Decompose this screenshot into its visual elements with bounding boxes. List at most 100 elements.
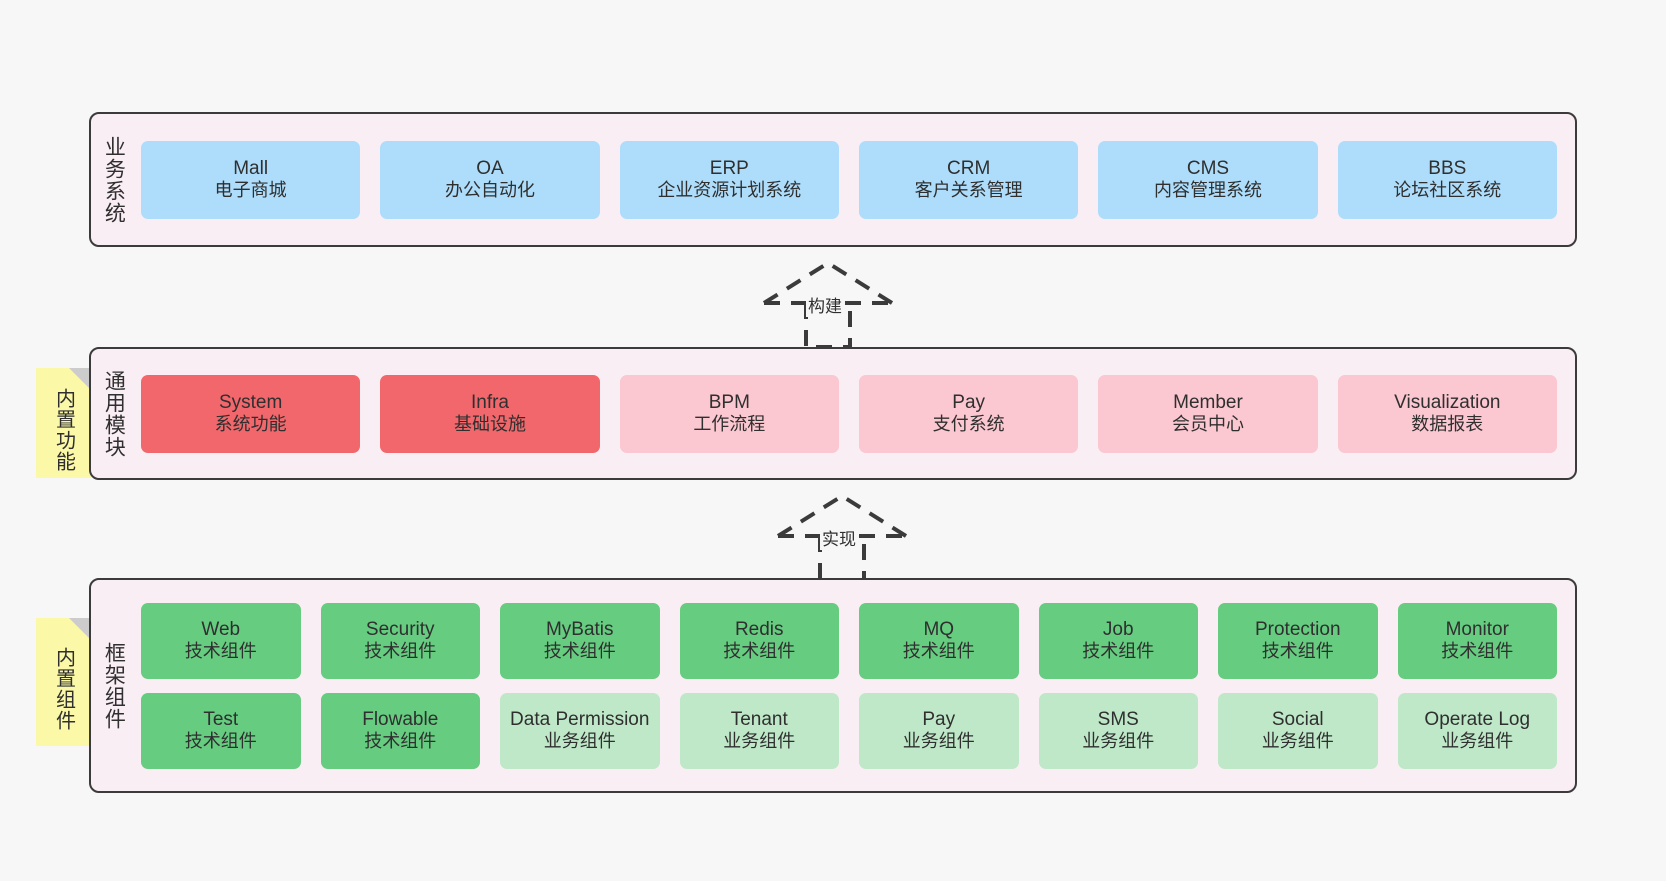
note-builtin-features: 内置功能: [36, 368, 91, 478]
card-title-en: Job: [1102, 618, 1134, 640]
card-title-en: Security: [365, 618, 435, 640]
card-title-en: ERP: [709, 157, 749, 179]
card-title-en: MQ: [923, 618, 955, 640]
card-title-en: OA: [476, 157, 504, 179]
card-title-en: System: [218, 391, 283, 413]
layer-framework-component-title: 框架组件: [102, 641, 126, 730]
card-title-cn: 会员中心: [1171, 414, 1244, 435]
card-title-en: Tenant: [730, 708, 788, 730]
card-title-en: Protection: [1254, 618, 1341, 640]
card-title-en: BBS: [1428, 157, 1467, 179]
note-builtin-features-label: 内置功能: [52, 388, 75, 472]
card-title-cn: 技术组件: [364, 641, 437, 662]
card-title-cn: 系统功能: [214, 414, 287, 435]
card-title-en: Pay: [952, 391, 986, 413]
card-title-cn: 技术组件: [902, 641, 975, 662]
card-title-en: Member: [1173, 391, 1243, 413]
card-title-cn: 业务组件: [1261, 731, 1334, 752]
card-title-cn: 业务组件: [1441, 731, 1514, 752]
card-title-cn: 技术组件: [184, 731, 257, 752]
card-title-cn: 技术组件: [723, 641, 796, 662]
note-builtin-components-label: 内置组件: [52, 647, 75, 731]
card-title-cn: 基础设施: [453, 414, 526, 435]
card-title-cn: 技术组件: [1441, 641, 1514, 662]
card-title-cn: 技术组件: [543, 641, 616, 662]
card-title-cn: 工作流程: [693, 414, 766, 435]
card-title-en: SMS: [1097, 708, 1139, 730]
card-title-en: Test: [203, 708, 239, 730]
note-builtin-components: 内置组件: [36, 618, 91, 746]
card-title-en: CMS: [1186, 157, 1230, 179]
card-title-cn: 技术组件: [1261, 641, 1334, 662]
card-title-cn: 技术组件: [1082, 641, 1155, 662]
card-title-cn: 业务组件: [543, 731, 616, 752]
card-title-en: Flowable: [362, 708, 439, 730]
card-title-cn: 支付系统: [932, 414, 1005, 435]
card-title-cn: 业务组件: [1082, 731, 1155, 752]
card-title-en: Web: [201, 618, 241, 640]
card-title-en: MyBatis: [545, 618, 614, 640]
layer-common-module-title: 通用模块: [102, 369, 126, 458]
card-title-en: BPM: [708, 391, 750, 413]
card-title-cn: 企业资源计划系统: [657, 180, 802, 201]
connector-build-label: 构建: [806, 292, 844, 317]
card-title-en: Mall: [233, 157, 269, 179]
connector-implement: 实现: [776, 492, 916, 582]
card-title-en: Monitor: [1445, 618, 1509, 640]
connector-build: 构建: [762, 259, 902, 349]
card-title-cn: 技术组件: [184, 641, 257, 662]
card-title-en: Pay: [922, 708, 956, 730]
card-title-en: Operate Log: [1424, 708, 1531, 730]
card-title-cn: 客户关系管理: [914, 180, 1023, 201]
card-title-cn: 论坛社区系统: [1393, 180, 1502, 201]
card-title-en: Visualization: [1394, 391, 1501, 413]
card-title-en: Data Permission: [510, 708, 650, 730]
card-title-cn: 技术组件: [364, 731, 437, 752]
card-title-cn: 电子商城: [214, 180, 287, 201]
card-title-cn: 业务组件: [723, 731, 796, 752]
card-title-en: Redis: [734, 618, 784, 640]
layer-business-system-title: 业务系统: [102, 135, 126, 224]
card-title-en: Infra: [470, 391, 509, 413]
connector-implement-label: 实现: [820, 525, 858, 550]
card-title-cn: 业务组件: [902, 731, 975, 752]
